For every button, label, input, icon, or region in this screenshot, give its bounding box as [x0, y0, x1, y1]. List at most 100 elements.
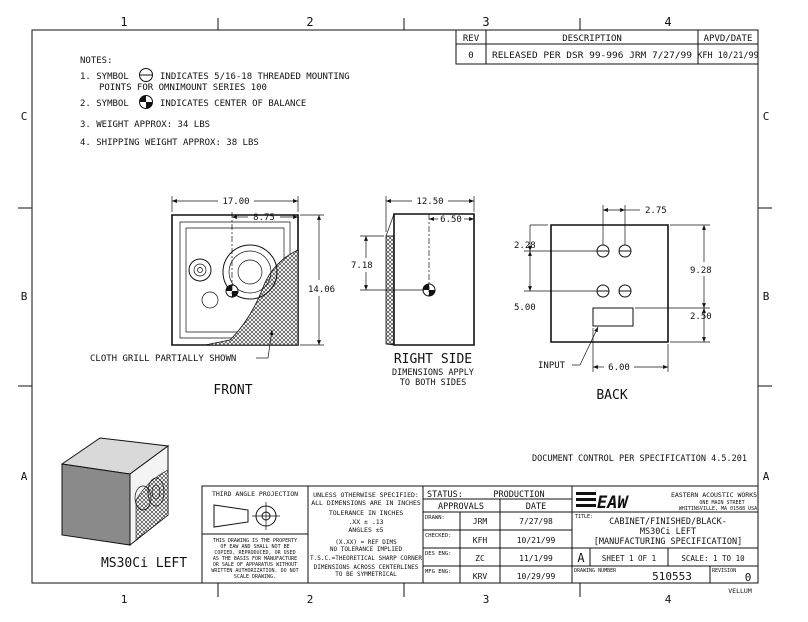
row-right-a: A	[763, 470, 770, 483]
cloth-grill	[204, 249, 299, 346]
rev-header: REV	[463, 34, 480, 44]
zone-top-1: 1	[120, 15, 127, 29]
rev-apvd-date: KFH 10/21/99	[697, 51, 758, 61]
center-of-balance-symbol-icon	[139, 95, 153, 109]
des-eng-initials: ZC	[475, 554, 485, 563]
company-address-2: WHITINSVILLE, MA 01588 USA	[679, 506, 757, 512]
mfg-eng-initials: KRV	[473, 572, 488, 581]
back-dim-left-top: 2.28	[514, 241, 536, 251]
tolerance-line-8: T.S.C.=THEORETICAL SHARP CORNER	[310, 555, 422, 562]
revision-block: REV DESCRIPTION APVD/DATE 0 RELEASED PER…	[455, 29, 759, 65]
back-dim-input: 6.00	[608, 363, 630, 373]
tolerance-line-6: (X.XX) = REF DIMS	[335, 539, 397, 546]
checked-role: CHECKED:	[425, 533, 452, 539]
des-eng-date: 11/1/99	[519, 554, 553, 563]
notes: NOTES: 1. SYMBOL INDICATES 5/16-18 THREA…	[80, 56, 350, 148]
drawing-number: 510553	[652, 570, 692, 583]
tolerance-line-3: TOLERANCE IN INCHES	[329, 509, 403, 517]
tolerance-line-2: ALL DIMENSIONS ARE IN INCHES	[311, 499, 421, 507]
row-left-c: C	[21, 110, 28, 123]
title-line-1: CABINET/FINISHED/BLACK-	[609, 517, 727, 527]
projection-label: THIRD ANGLE PROJECTION	[212, 490, 298, 498]
note-2-prefix: 2. SYMBOL	[80, 99, 129, 109]
property-line-5: OR SALE OF APPARATUS WITHOUT	[213, 562, 297, 568]
zone-bottom-4: 4	[665, 593, 672, 606]
status-value: PRODUCTION	[493, 490, 544, 500]
back-dim-right-top: 9.28	[690, 266, 712, 276]
side-dim-depth: 12.50	[416, 197, 443, 207]
iso-view-label: MS30Ci LEFT	[101, 556, 187, 571]
threaded-mount-symbol-icon	[139, 68, 153, 82]
tolerance-line-10: TO BE SYMMETRICAL	[335, 571, 397, 578]
drawn-initials: JRM	[473, 517, 488, 526]
right-side-view: 12.50 6.50 7.18 RIGHT SIDE DIMENSIONS AP…	[351, 196, 475, 388]
apvd-date-header: APVD/DATE	[704, 34, 753, 44]
drawing-number-label: DRAWING NUMBER	[574, 568, 617, 574]
cloth-grill-callout: CLOTH GRILL PARTIALLY SHOWN	[90, 354, 236, 364]
title-block: THIRD ANGLE PROJECTION THIS DRAWING IS T…	[201, 485, 759, 595]
sheet-number: SHEET 1 OF 1	[602, 554, 656, 563]
logo-text: EAW	[597, 493, 629, 513]
row-left-b: B	[21, 290, 28, 303]
front-dim-width: 17.00	[222, 197, 249, 207]
document-control-note: DOCUMENT CONTROL PER SPECIFICATION 4.5.2…	[532, 454, 747, 464]
row-right-c: C	[763, 110, 770, 123]
eaw-logo: EAW	[576, 492, 629, 513]
note-2-text: INDICATES CENTER OF BALANCE	[160, 99, 306, 109]
mfg-eng-role: MFG ENG:	[425, 569, 452, 575]
zone-top-3: 3	[482, 15, 489, 29]
zone-top-4: 4	[664, 15, 671, 29]
checked-date: 10/21/99	[517, 536, 556, 545]
status-label: STATUS:	[427, 490, 463, 500]
side-dim-center: 6.50	[440, 215, 462, 225]
drawn-date: 7/27/98	[519, 517, 553, 526]
tolerance-line-7: NO TOLERANCE IMPLIED	[330, 546, 403, 553]
back-dim-right-bottom: 2.50	[690, 312, 712, 322]
tolerance-line-1: UNLESS OTHERWISE SPECIFIED:	[313, 491, 419, 499]
front-dim-center: 8.75	[253, 213, 275, 223]
side-dim-height: 7.18	[351, 261, 373, 271]
property-line-1: THIS DRAWING IS THE PROPERTY	[213, 538, 297, 544]
company-name: EASTERN ACOUSTIC WORKS	[671, 491, 757, 499]
back-dim-top: 2.75	[645, 206, 667, 216]
rev-value: 0	[468, 51, 473, 61]
title-line-2: MS30Ci LEFT	[640, 527, 696, 537]
row-left-a: A	[21, 470, 28, 483]
note-3: 3. WEIGHT APPROX: 34 LBS	[80, 120, 210, 130]
back-dim-left-bottom: 5.00	[514, 303, 536, 313]
port-outer-icon	[188, 258, 212, 282]
property-line-6: WRITTEN AUTHORIZATION. DO NOT	[211, 568, 298, 574]
note-1-prefix: 1. SYMBOL	[80, 72, 129, 82]
zone-top-2: 2	[306, 15, 313, 29]
back-view: 2.75 2.28 5.00 9.28 2.50 6.00 INPUT BACK	[514, 205, 712, 403]
input-plate	[592, 307, 634, 327]
sheet-size: A	[577, 551, 585, 565]
title-label: TITLE:	[575, 514, 593, 520]
isometric-view: MS30Ci LEFT	[60, 437, 187, 571]
side-note-1: DIMENSIONS APPLY	[392, 368, 474, 378]
tolerance-line-5: ANGLES ±5	[348, 526, 383, 534]
woofer-icon	[222, 244, 278, 300]
rev-description: RELEASED PER DSR 99-996 JRM 7/27/99	[492, 51, 692, 61]
title-line-3: [MANUFACTURING SPECIFICATION]	[594, 537, 742, 547]
company-address-1: ONE MAIN STREET	[699, 500, 744, 506]
tolerance-line-4: .XX ± .13	[348, 518, 383, 526]
property-line-7: SCALE DRAWING.	[234, 574, 276, 580]
revision-label: REVISION	[712, 568, 736, 574]
checked-initials: KFH	[473, 536, 488, 545]
back-mount-points	[596, 244, 632, 298]
property-line-3: COPIED, REPRODUCED, OR USED	[214, 550, 295, 556]
back-view-label: BACK	[596, 388, 627, 403]
zone-bottom-2: 2	[307, 593, 314, 606]
note-4: 4. SHIPPING WEIGHT APPROX: 38 LBS	[80, 138, 259, 148]
front-dim-height: 14.06	[308, 285, 335, 295]
front-view: 17.00 8.75 14.06 CLOTH GRILL PARTIALLY S…	[90, 196, 335, 398]
zone-bottom-3: 3	[483, 593, 490, 606]
note-1-text-cont: POINTS FOR OMNIMOUNT SERIES 100	[99, 83, 267, 93]
side-note-2: TO BOTH SIDES	[400, 378, 467, 388]
vellum-label: VELLUM	[728, 587, 752, 595]
front-view-label: FRONT	[213, 383, 252, 398]
drawn-role: DRAWN:	[425, 515, 445, 521]
approvals-header: APPROVALS	[438, 502, 484, 512]
